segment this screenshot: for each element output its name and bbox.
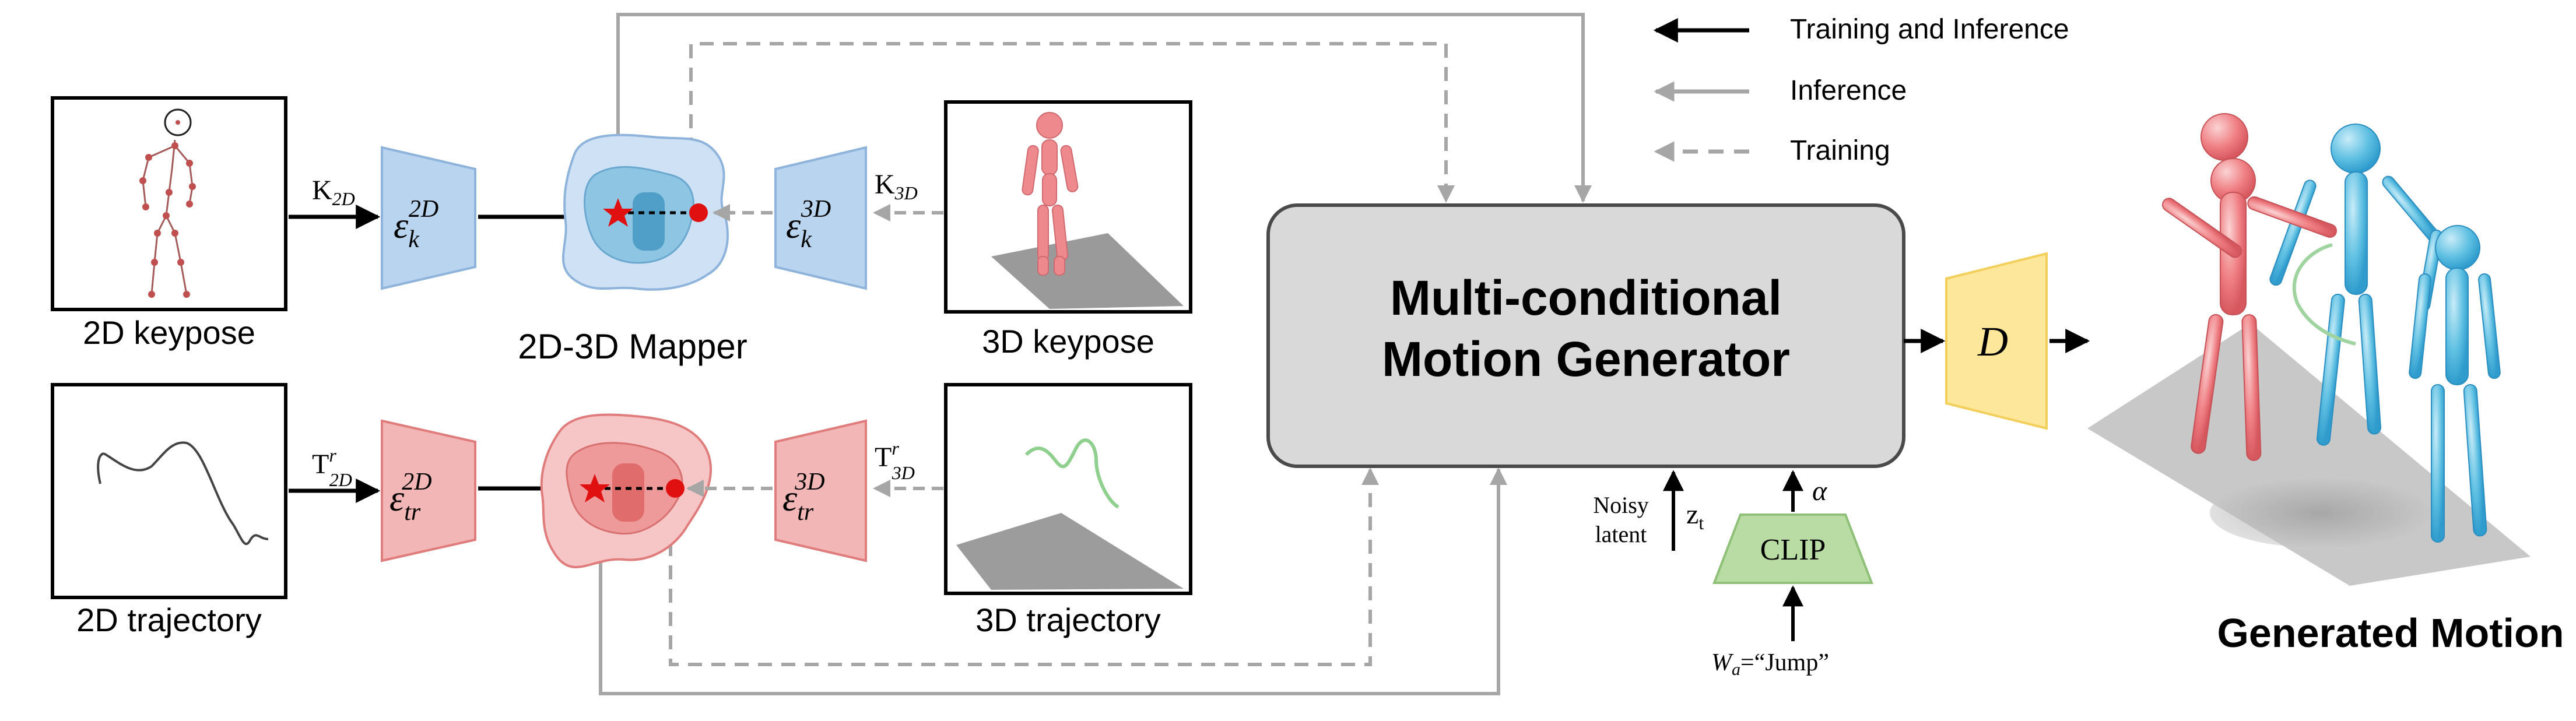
encoder-tr3d-shape	[774, 419, 867, 562]
2d-trajectory-frame	[51, 383, 287, 599]
encoder-k3d-shape	[774, 146, 867, 290]
encoder-k2d-symbol: εk2D	[394, 196, 438, 253]
clip-encoder: CLIP α Wa=“Jump”	[1711, 470, 1873, 679]
input-2d-keypose: 2D keypose	[51, 96, 287, 351]
k3d-symbol: K3D	[875, 169, 918, 203]
noisy-latent-line1: Noisy	[1593, 492, 1649, 518]
encoder-k3d: εk3D	[774, 146, 867, 290]
figure-3d-red-icon	[1022, 112, 1079, 276]
legend-label: Training	[1790, 135, 1890, 166]
training-route-top	[689, 42, 1455, 203]
legend-training: Training	[1654, 135, 1890, 166]
encoder-tr3d-symbol: εtr3D	[782, 469, 825, 526]
generator-title-line1: Multi-conditional	[1390, 270, 1782, 325]
clip-label: CLIP	[1760, 533, 1826, 567]
red-figure	[2162, 113, 2338, 461]
star-icon	[580, 474, 610, 502]
text-prompt: Wa=“Jump”	[1711, 649, 1829, 679]
alpha-symbol: α	[1812, 476, 1827, 507]
floor-shadow-icon	[956, 513, 1184, 590]
legend-inference: Inference	[1654, 75, 1907, 106]
inference-route-top	[616, 13, 1592, 203]
input-3d-trajectory: 3D trajectory	[944, 383, 1192, 638]
input-2d-trajectory: 2D trajectory	[51, 383, 287, 638]
noisy-latent-line2: latent	[1595, 521, 1647, 547]
generated-motion-render	[2087, 113, 2531, 586]
encoder-k2d: εk2D	[381, 146, 476, 290]
legend-label: Inference	[1790, 75, 1907, 106]
generator-box	[1266, 203, 1905, 468]
decoder-symbol: D	[1977, 318, 2008, 365]
mapper-blob-trajectory	[540, 413, 713, 568]
output-label: Generated Motion	[2217, 610, 2564, 656]
trajectory-2d-icon	[97, 441, 269, 545]
k2d-symbol: K2D	[312, 175, 355, 209]
legend-label: Training and Inference	[1790, 14, 2069, 45]
trajectory-3d-icon	[1024, 438, 1119, 509]
star-icon	[603, 198, 633, 227]
encoder-k3d-symbol: εk3D	[786, 196, 831, 253]
2d-keypose-frame	[51, 96, 287, 311]
zt-symbol: zt	[1686, 499, 1704, 533]
blob-core	[612, 463, 644, 522]
encoder-tr3d: εtr3D	[774, 419, 867, 562]
encoder-tr2d-symbol: εtr2D	[389, 469, 432, 526]
k2d-connection: K2D	[289, 175, 381, 229]
point-icon	[689, 203, 708, 222]
routing-lines	[599, 13, 1592, 695]
decoder: D	[1945, 252, 2048, 430]
generator-title-line2: Motion Generator	[1382, 332, 1790, 386]
encoder-tr2d-shape	[381, 419, 476, 562]
training-route-bottom	[669, 467, 1379, 666]
encoder-k2d-shape	[381, 146, 476, 290]
decoder-shape	[1945, 252, 2048, 430]
mapper-label: 2D-3D Mapper	[518, 327, 747, 366]
2d-trajectory-label: 2D trajectory	[76, 602, 261, 638]
blue-figure-front	[2409, 225, 2501, 543]
mapper-blob-keypose	[561, 133, 729, 291]
trajectory-curve-icon	[2292, 243, 2356, 346]
clip-shape	[1712, 514, 1873, 584]
inference-route-bottom	[599, 467, 1507, 695]
skeleton-2d-icon	[139, 108, 196, 298]
encoder-tr2d: εtr2D	[381, 419, 476, 562]
legend: Training and Inference Inference Trainin…	[1653, 14, 2069, 166]
legend-training-inference: Training and Inference	[1653, 14, 2069, 45]
point-icon	[666, 479, 685, 498]
input-3d-keypose: 3D keypose	[944, 100, 1192, 360]
blob-core	[633, 192, 665, 251]
noisy-latent: Noisy latent zt	[1593, 470, 1704, 551]
motion-generator: Multi-conditional Motion Generator	[1266, 203, 1905, 468]
3d-keypose-label: 3D keypose	[982, 323, 1154, 360]
figure-shadow-icon	[2210, 478, 2431, 548]
2d-keypose-label: 2D keypose	[83, 314, 255, 351]
3d-trajectory-label: 3D trajectory	[975, 602, 1160, 638]
k3d-connection: K3D	[873, 169, 943, 221]
